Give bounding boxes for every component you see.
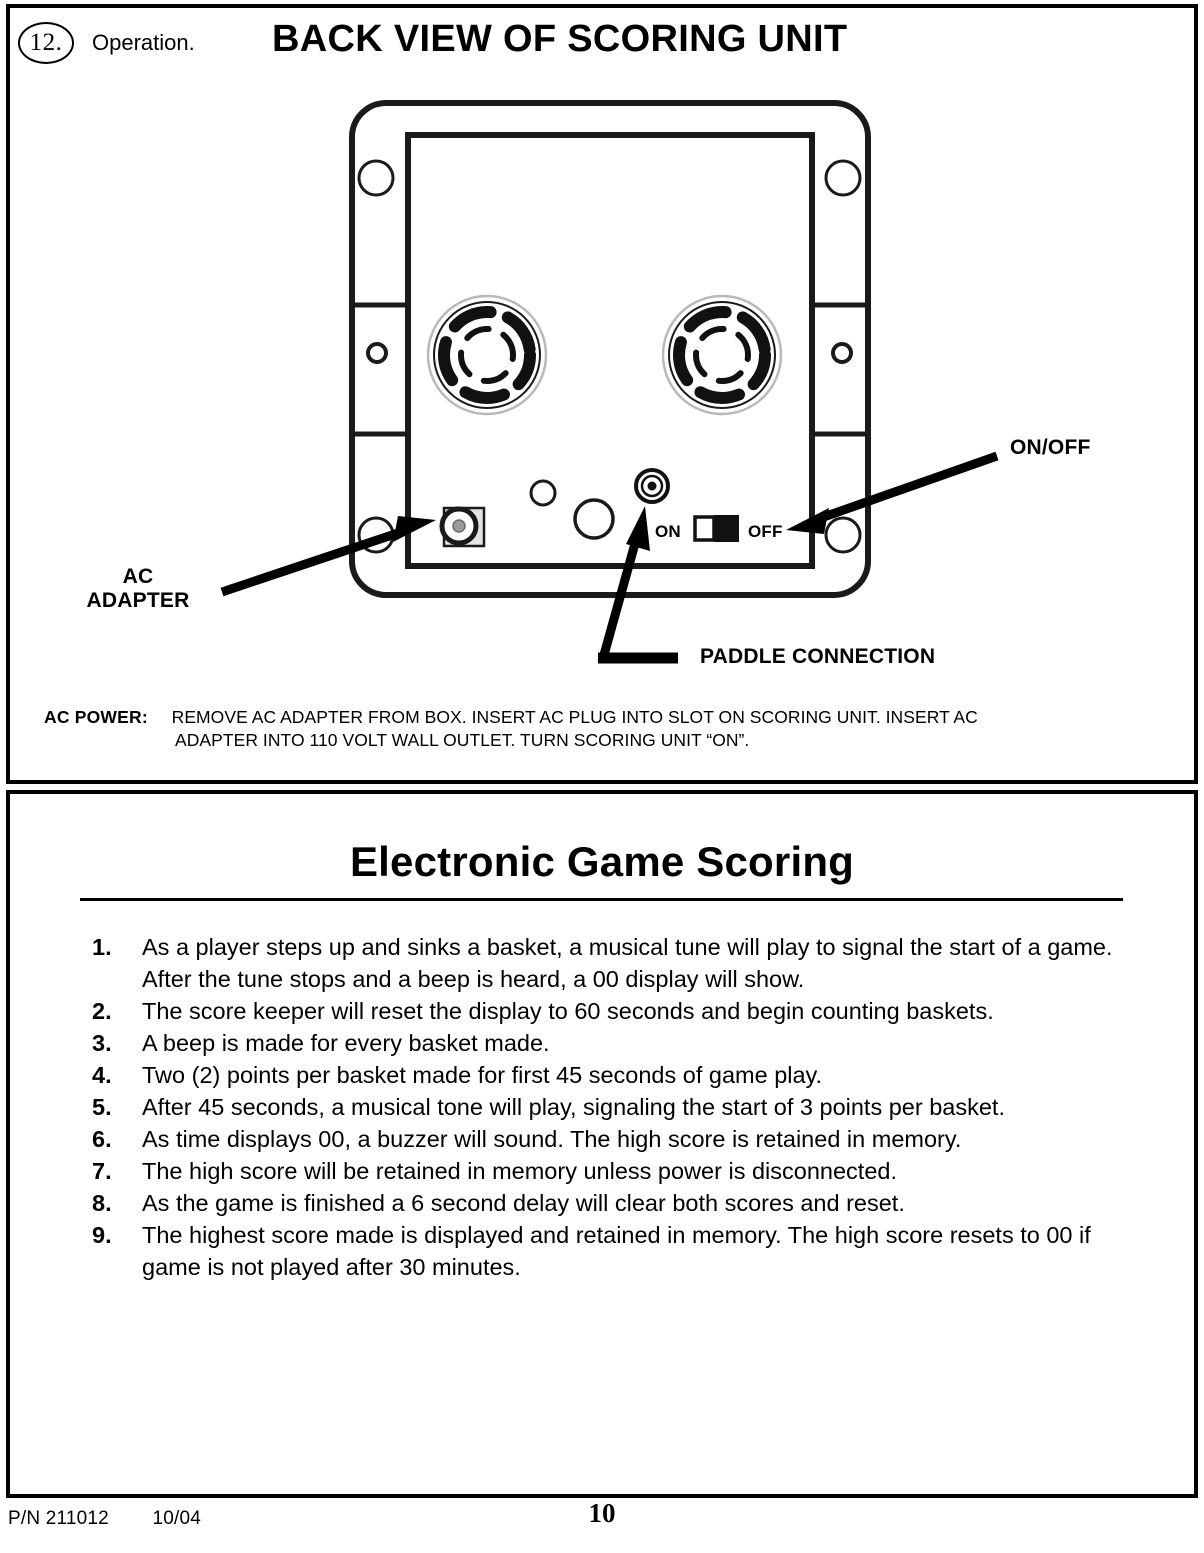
list-item-text: As time displays 00, a buzzer will sound… — [142, 1125, 962, 1152]
list-item-number: 5. — [92, 1093, 112, 1120]
scoring-section-box — [6, 790, 1198, 1498]
page-title: BACK VIEW OF SCORING UNIT — [272, 18, 848, 60]
callout-label-ac-adapter: AC ADAPTER — [86, 565, 190, 612]
list-item-text: The high score will be retained in memor… — [142, 1157, 897, 1184]
list-item-number: 8. — [92, 1189, 112, 1216]
switch-on-label: ON — [655, 522, 681, 541]
list-item-number: 4. — [92, 1061, 112, 1088]
switch-off-label: OFF — [748, 522, 783, 541]
list-item: 4. Two (2) points per basket made for fi… — [90, 1060, 1150, 1092]
list-item-number: 7. — [92, 1157, 112, 1184]
list-item: 3. A beep is made for every basket made. — [90, 1028, 1150, 1060]
footer: P/N 211012 10/04 — [8, 1508, 201, 1530]
list-item: 7. The high score will be retained in me… — [90, 1156, 1150, 1188]
step-word-label: Operation. — [92, 30, 195, 55]
list-item-text: After 45 seconds, a musical tone will pl… — [142, 1093, 1005, 1120]
section-title-rule — [80, 898, 1123, 901]
operation-section-box — [6, 4, 1198, 784]
step-number-text: 12. — [29, 29, 63, 56]
section-title: Electronic Game Scoring — [349, 838, 855, 885]
page-number: 10 — [588, 1498, 616, 1528]
footer-part-number: P/N 211012 — [8, 1508, 109, 1529]
list-item-text: As the game is finished a 6 second delay… — [142, 1189, 905, 1216]
ac-power-line2: ADAPTER INTO 110 VOLT WALL OUTLET. TURN … — [175, 730, 750, 750]
list-item-text: The score keeper will reset the display … — [142, 997, 994, 1024]
ac-power-line1: REMOVE AC ADAPTER FROM BOX. INSERT AC PL… — [171, 707, 978, 727]
list-item-text: As a player steps up and sinks a basket,… — [142, 934, 1113, 992]
list-item: 8. As the game is finished a 6 second de… — [90, 1188, 1150, 1220]
list-item-number: 6. — [92, 1125, 112, 1152]
list-item-text: Two (2) points per basket made for first… — [142, 1061, 823, 1088]
list-item-number: 2. — [92, 997, 112, 1024]
list-item: 2. The score keeper will reset the displ… — [90, 996, 1150, 1028]
callout-label-on-off: ON/OFF — [1010, 436, 1091, 459]
list-item-number: 3. — [92, 1029, 112, 1056]
list-item: 5. After 45 seconds, a musical tone will… — [90, 1092, 1150, 1124]
list-item: 9. The highest score made is displayed a… — [90, 1220, 1150, 1284]
step-number-badge: 12. — [18, 22, 74, 64]
footer-date: 10/04 — [152, 1508, 201, 1529]
scoring-steps-list: 1. As a player steps up and sinks a bask… — [90, 932, 1150, 1283]
list-item-text: A beep is made for every basket made. — [142, 1029, 550, 1056]
list-item-number: 1. — [92, 934, 112, 960]
ac-power-label: AC POWER: — [44, 707, 148, 727]
ac-power-note: AC POWER: REMOVE AC ADAPTER FROM BOX. IN… — [44, 705, 1164, 730]
list-item-number: 9. — [92, 1221, 112, 1248]
callout-label-paddle-connection: PADDLE CONNECTION — [700, 645, 936, 668]
list-item-text: The highest score made is displayed and … — [142, 1221, 1091, 1280]
list-item: 1. As a player steps up and sinks a bask… — [90, 932, 1150, 996]
list-item: 6. As time displays 00, a buzzer will so… — [90, 1124, 1150, 1156]
